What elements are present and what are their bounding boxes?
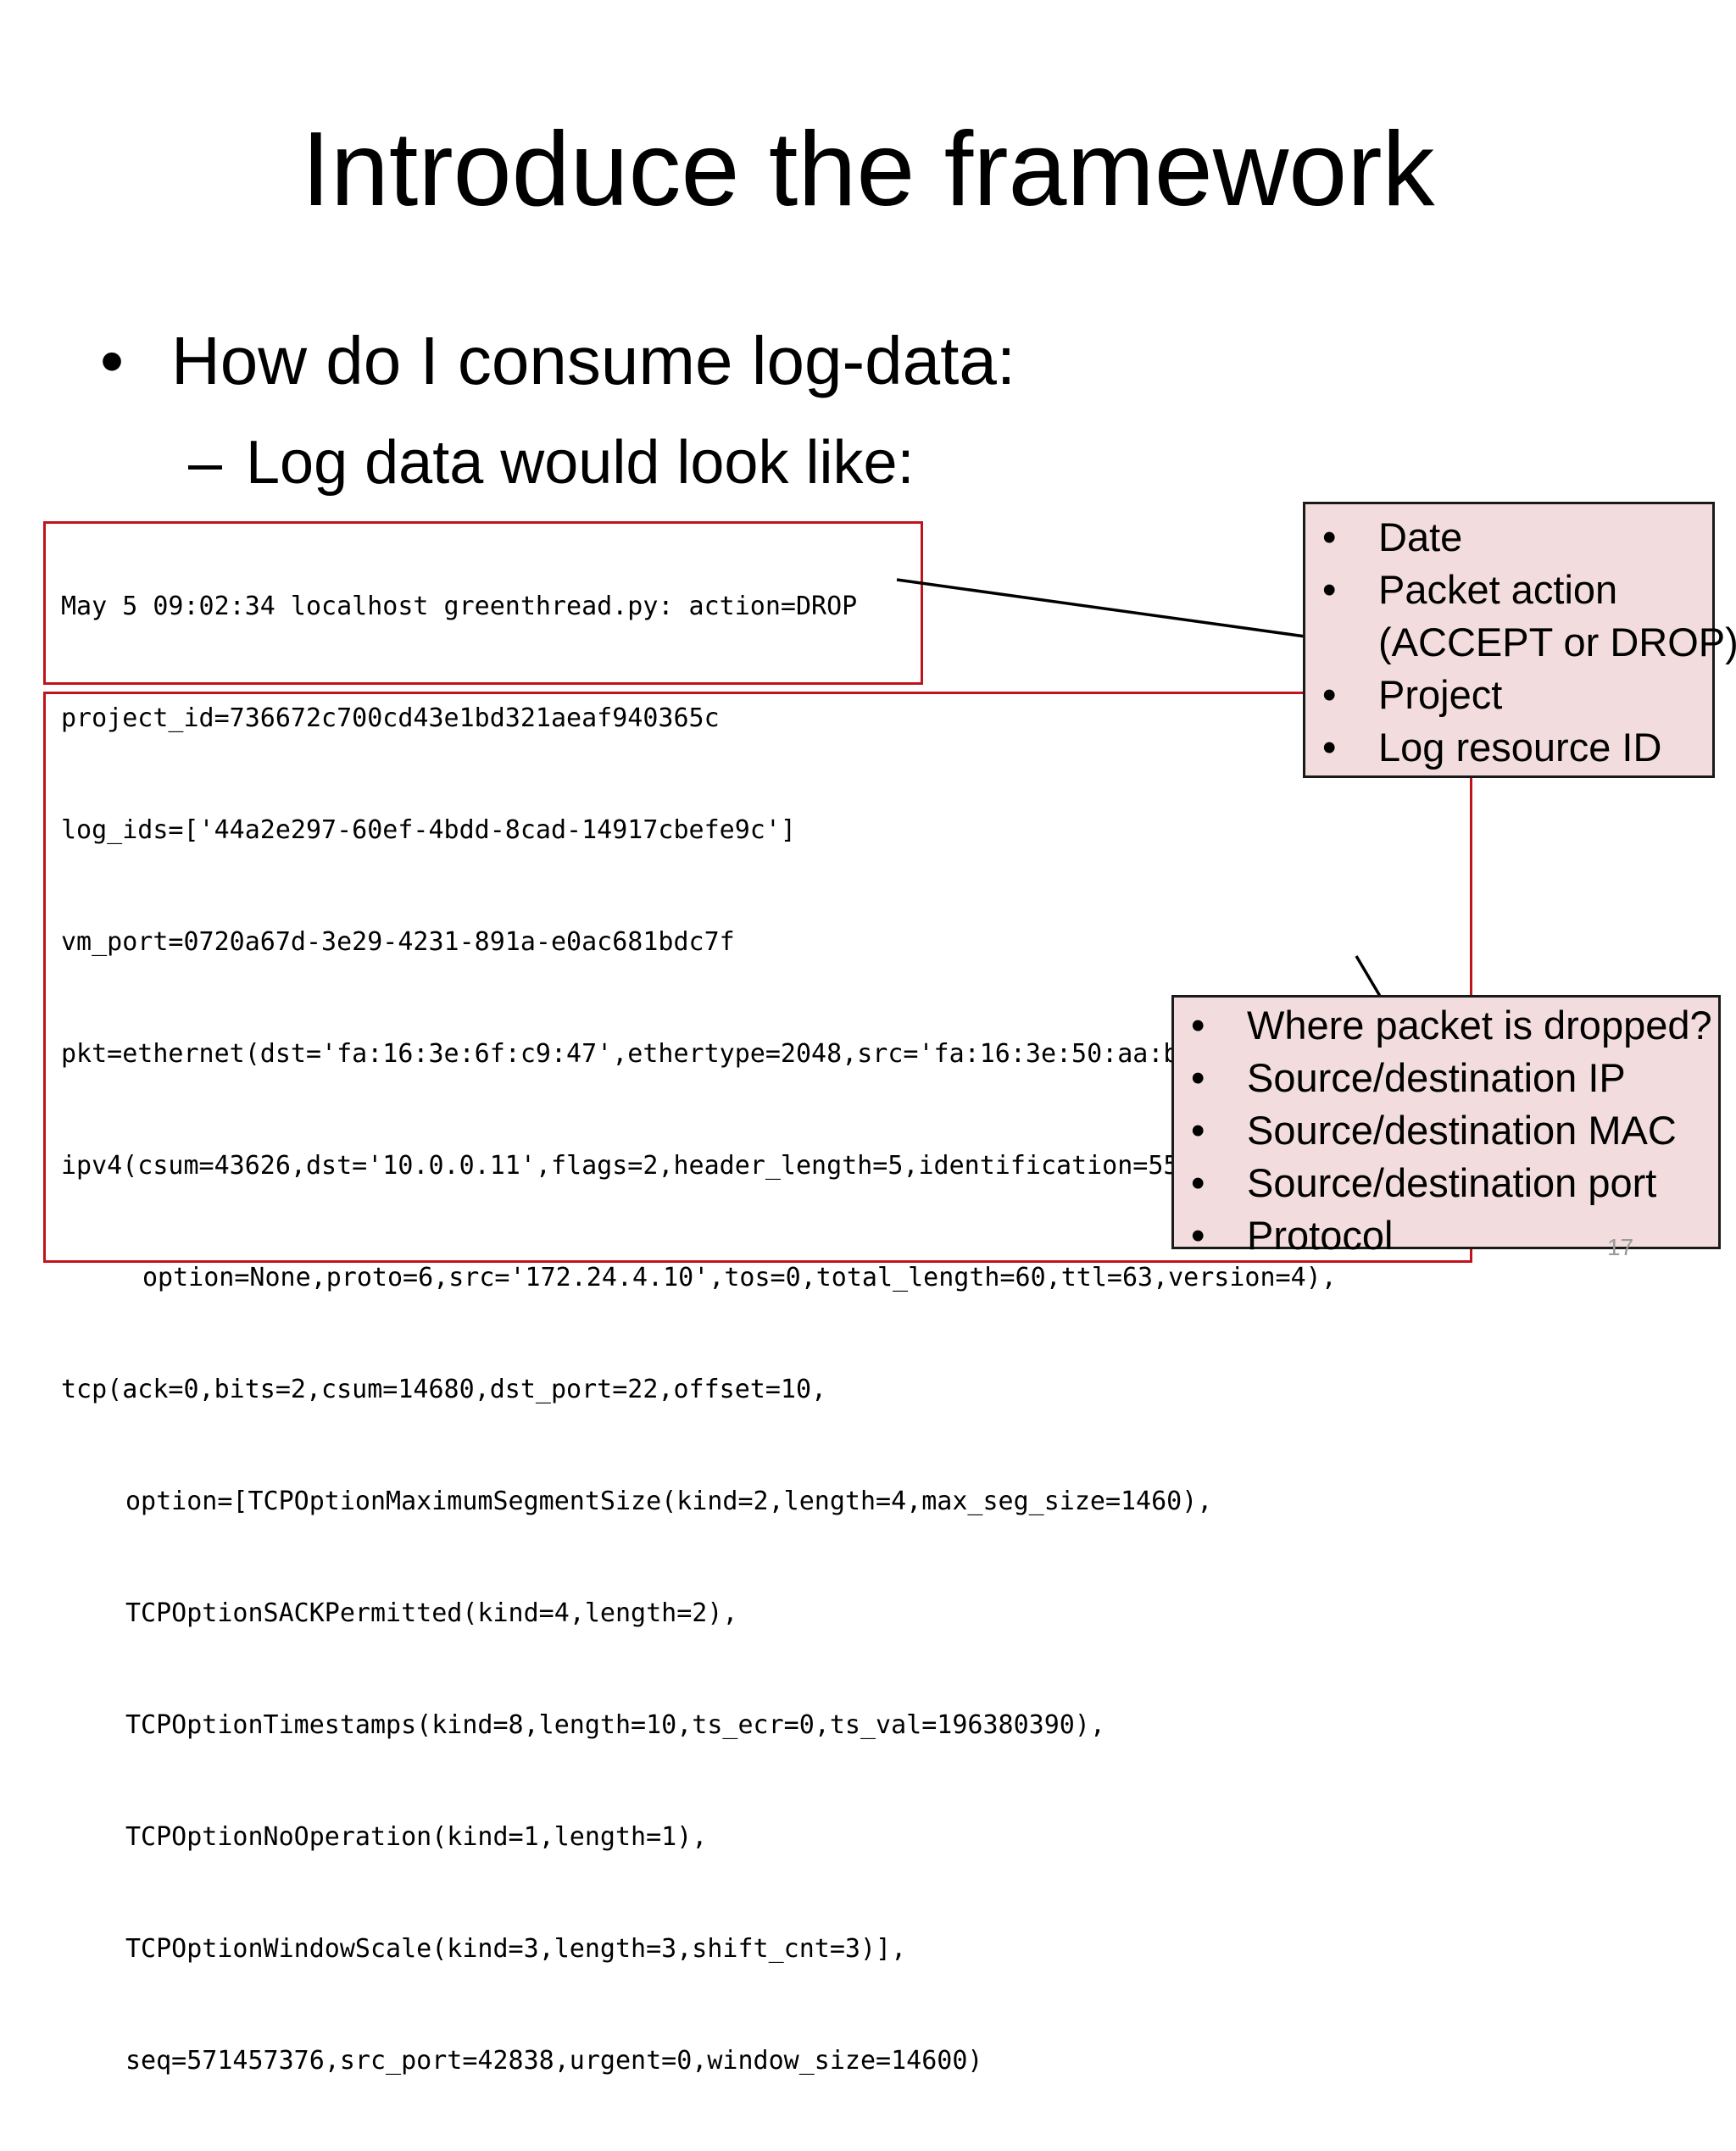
page-number: 17 [1607, 1234, 1634, 1260]
log-line: vm_port=0720a67d-3e29-4231-891a-e0ac681b… [61, 927, 735, 957]
main-bullet: • How do I consume log-data: [100, 320, 1015, 402]
log-line: pkt=ethernet(dst='fa:16:3e:6f:c9:47',eth… [61, 1039, 1240, 1069]
callout-header-fields: •Date •Packet action (ACCEPT or DROP) •P… [1303, 502, 1736, 778]
callout-packet-fields: •Where packet is dropped? •Source/destin… [1171, 995, 1721, 1258]
callout-header-list: •Date •Packet action (ACCEPT or DROP) •P… [1322, 511, 1736, 774]
log-line: project_id=736672c700cd43e1bd321aeaf9403… [61, 703, 720, 733]
slide-title: Introduce the framework [301, 111, 1435, 228]
sub-bullet-text: Log data would look like: [246, 429, 915, 497]
log-line: TCPOptionNoOperation(kind=1,length=1), [125, 1822, 708, 1852]
slide: Introduce the framework • How do I consum… [43, 111, 1736, 2076]
bullet-dash: – [188, 429, 223, 497]
callout-item: •Protocol [1191, 1213, 1394, 1258]
log-line: tcp(ack=0,bits=2,csum=14680,dst_port=22,… [61, 1375, 827, 1404]
log-line: May 5 09:02:34 localhost greenthread.py:… [61, 592, 858, 621]
log-line: seq=571457376,src_port=42838,urgent=0,wi… [125, 2046, 983, 2076]
callout-item: •Source/destination IP [1191, 1055, 1626, 1100]
log-line: ipv4(csum=43626,dst='10.0.0.11',flags=2,… [61, 1151, 1378, 1181]
log-packet-highlight-box [43, 692, 1472, 1263]
callout-packet-list: •Where packet is dropped? •Source/destin… [1191, 999, 1712, 1262]
callout-item: •Where packet is dropped? [1191, 1003, 1712, 1048]
callout-item: •Source/destination port [1191, 1160, 1657, 1205]
log-line: TCPOptionTimestamps(kind=8,length=10,ts_… [125, 1710, 1105, 1740]
log-line: TCPOptionSACKPermitted(kind=4,length=2), [125, 1598, 738, 1628]
callout-item: •Packet action [1322, 567, 1618, 612]
main-bullet-text: How do I consume log-data: [171, 323, 1016, 398]
log-line: log_ids=['44a2e297-60ef-4bdd-8cad-14917c… [61, 815, 796, 845]
callout-item-continuation: (ACCEPT or DROP) [1378, 620, 1736, 664]
log-line: option=None,proto=6,src='172.24.4.10',to… [142, 1263, 1337, 1292]
log-lines: May 5 09:02:34 localhost greenthread.py:… [61, 525, 1377, 2151]
callout-item: •Source/destination MAC [1191, 1108, 1677, 1153]
bullet-dot: • [100, 323, 125, 398]
callout-item: •Log resource ID [1322, 725, 1662, 770]
log-line: option=[TCPOptionMaximumSegmentSize(kind… [125, 1487, 1213, 1516]
callout-item: •Date [1322, 514, 1463, 559]
log-line: TCPOptionWindowScale(kind=3,length=3,shi… [125, 1934, 907, 1964]
callout-item: •Project [1322, 672, 1503, 717]
sub-bullet: –Log data would look like: [188, 425, 915, 500]
